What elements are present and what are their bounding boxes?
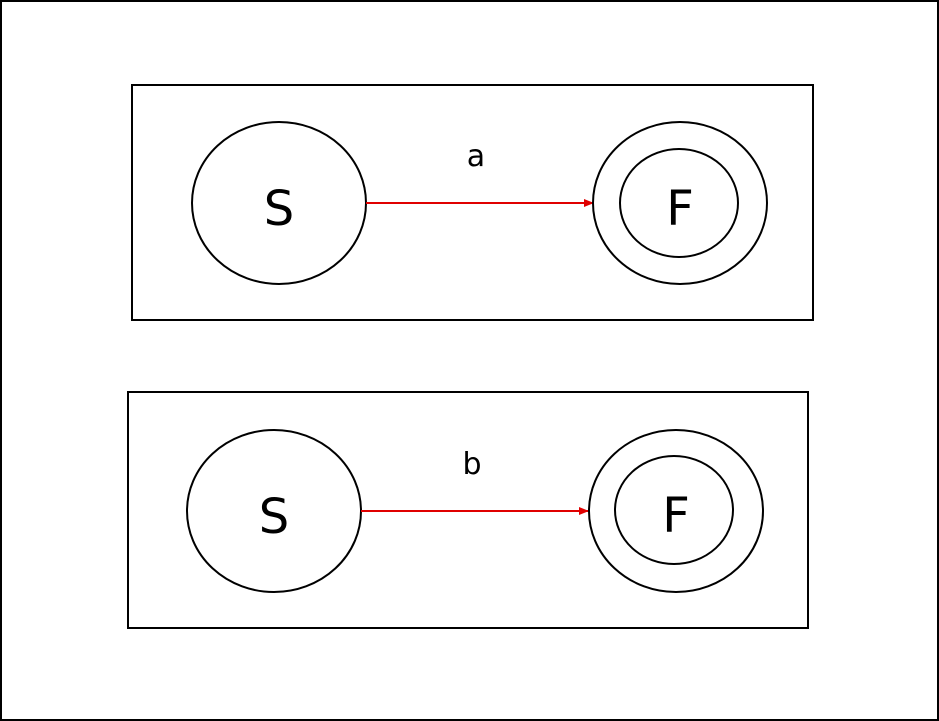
panel-frame	[127, 391, 809, 629]
panel-frame	[131, 84, 814, 321]
automaton-panel-a: S a F	[131, 84, 814, 321]
final-state-inner-circle	[619, 148, 739, 258]
final-state-inner-circle	[614, 455, 734, 565]
start-state-label: S	[264, 181, 294, 237]
transition-label: b	[462, 447, 481, 482]
final-state-outer-circle	[588, 429, 764, 593]
final-state-label: F	[666, 181, 694, 237]
start-state-label: S	[259, 489, 289, 545]
final-state-label: F	[662, 488, 690, 544]
transition-label: a	[467, 139, 485, 174]
automaton-panel-b: S b F	[127, 391, 809, 629]
final-state-outer-circle	[592, 121, 768, 285]
